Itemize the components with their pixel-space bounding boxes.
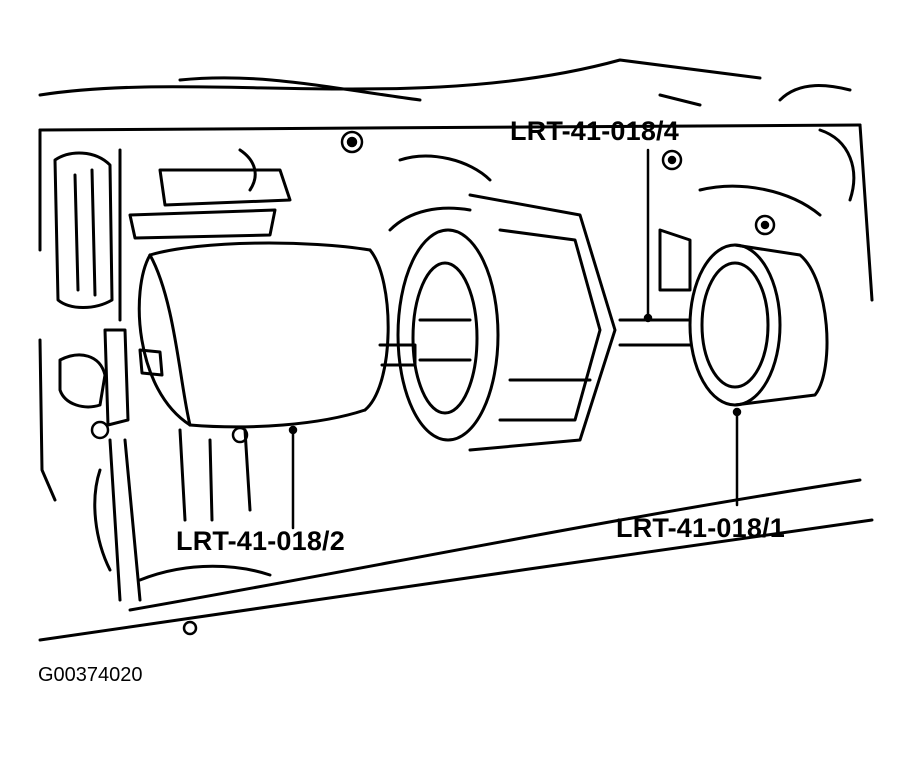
- left-housing-details: [53, 148, 292, 602]
- callout-lrt-41-018-4: LRT-41-018/4: [510, 116, 679, 146]
- figure-id: G00374020: [38, 664, 143, 686]
- housing-outline: [38, 58, 874, 642]
- leader-dot-018-1: [732, 407, 742, 417]
- tool-cylinder-018-2: [137, 241, 417, 429]
- leader-dot-018-2: [288, 425, 298, 435]
- leader-lines: [288, 148, 742, 530]
- callout-lrt-41-018-2: LRT-41-018/2: [176, 526, 345, 556]
- callout-lrt-41-018-1: LRT-41-018/1: [616, 513, 785, 543]
- tool-ring-center: [388, 154, 617, 452]
- bolts: [90, 130, 776, 636]
- leader-dot-018-4: [643, 313, 653, 323]
- tool-ring-018-1: [618, 184, 829, 407]
